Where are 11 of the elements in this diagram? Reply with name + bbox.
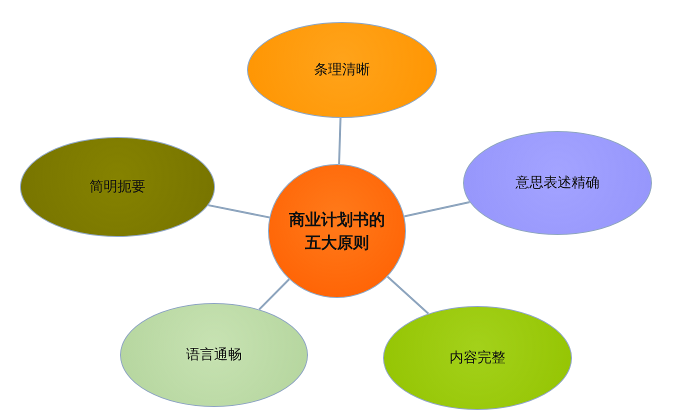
connector-line bbox=[258, 278, 290, 310]
center-title: 商业计划书的五大原则 bbox=[288, 208, 386, 254]
connector-line bbox=[208, 204, 270, 218]
topic-label: 简明扼要 bbox=[90, 178, 146, 197]
connector-line bbox=[338, 118, 342, 164]
connector-line bbox=[386, 276, 430, 314]
connector-line bbox=[404, 201, 470, 218]
topic-label: 语言通畅 bbox=[186, 346, 242, 365]
topic-label: 条理清晰 bbox=[314, 60, 370, 80]
topic-label: 意思表述精确 bbox=[516, 174, 600, 193]
topic-label: 内容完整 bbox=[450, 348, 506, 368]
